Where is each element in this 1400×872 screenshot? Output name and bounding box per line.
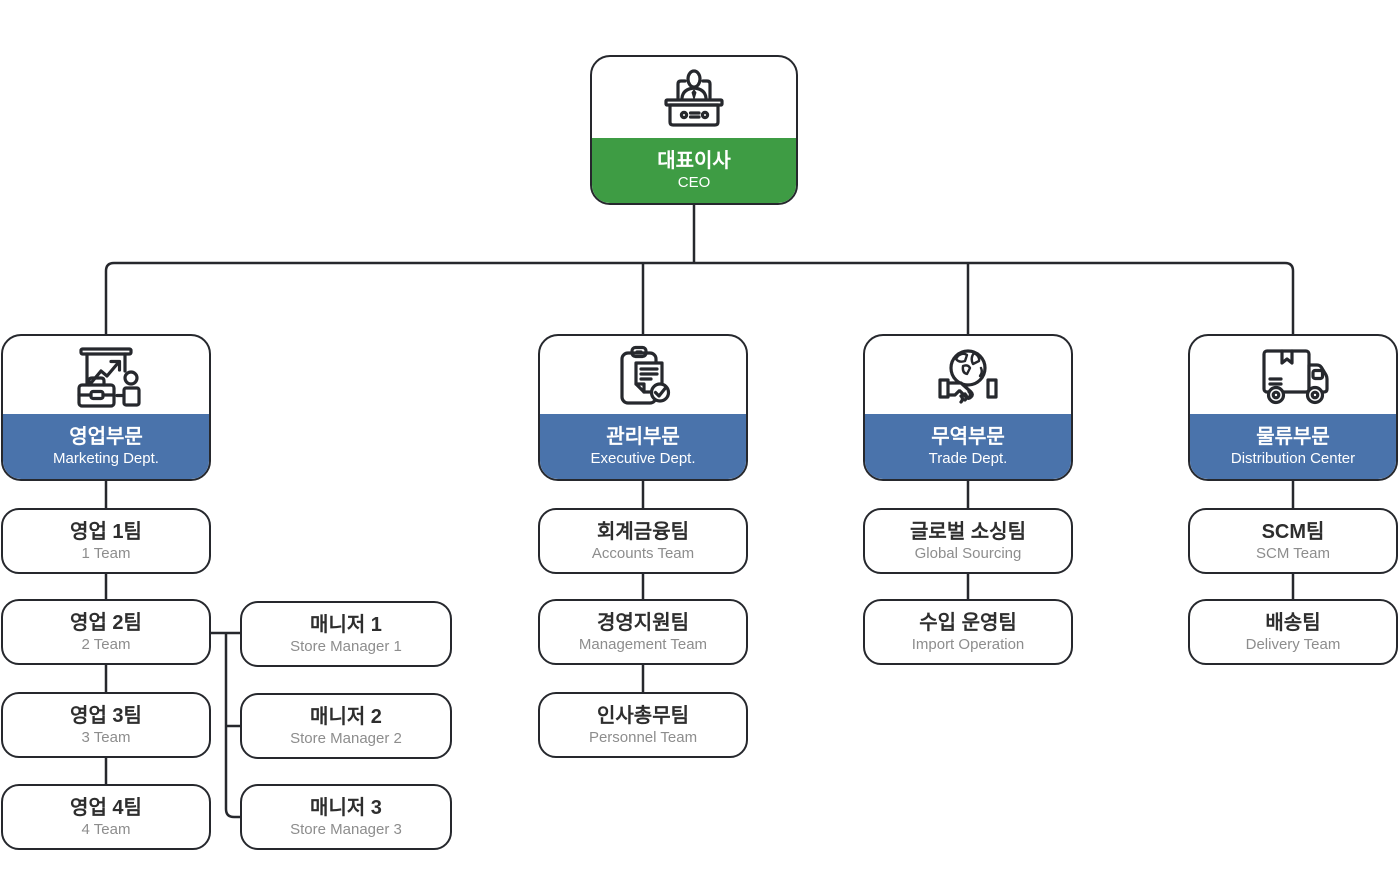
connector-rail bbox=[104, 261, 1295, 336]
org-node-dept-distribution: 물류부문 Distribution Center bbox=[1188, 334, 1398, 481]
team-title-ko: 배송팀 bbox=[1265, 611, 1321, 634]
team-title-en: Management Team bbox=[578, 635, 708, 653]
org-node-team: 글로벌 소싱팀 Global Sourcing bbox=[863, 508, 1073, 574]
org-node-dept-executive: 관리부문 Executive Dept. bbox=[538, 334, 748, 481]
team-title-en: Global Sourcing bbox=[914, 544, 1022, 562]
org-node-team: 영업 4팀 4 Team bbox=[1, 784, 211, 850]
team-title-en: SCM Team bbox=[1256, 544, 1330, 562]
team-title-en: 3 Team bbox=[81, 728, 131, 746]
globe-handshake-icon bbox=[938, 349, 998, 404]
dept-title-ko: 물류부문 bbox=[1256, 426, 1330, 448]
dept-title-ko: 무역부문 bbox=[931, 426, 1005, 448]
org-node-team: 영업 1팀 1 Team bbox=[1, 508, 211, 574]
presentation-chart-icon bbox=[77, 347, 141, 408]
team-title-en: Delivery Team bbox=[1245, 635, 1341, 653]
clipboard-check-icon bbox=[620, 345, 671, 405]
dept-label-band: 무역부문 Trade Dept. bbox=[865, 414, 1071, 479]
manager-title-en: Store Manager 3 bbox=[290, 820, 402, 838]
org-node-team: 수입 운영팀 Import Operation bbox=[863, 599, 1073, 665]
org-node-team: 배송팀 Delivery Team bbox=[1188, 599, 1398, 665]
org-node-team: 인사총무팀 Personnel Team bbox=[538, 692, 748, 758]
org-node-manager: 매니저 1 Store Manager 1 bbox=[240, 601, 452, 667]
dept-icon-area bbox=[1190, 336, 1396, 418]
team-title-en: 1 Team bbox=[81, 544, 131, 562]
org-node-team: 영업 2팀 2 Team bbox=[1, 599, 211, 665]
team-title-ko: 영업 2팀 bbox=[70, 611, 142, 634]
org-node-ceo: 대표이사 CEO bbox=[590, 55, 798, 205]
team-title-en: Personnel Team bbox=[588, 728, 698, 746]
org-node-manager: 매니저 2 Store Manager 2 bbox=[240, 693, 452, 759]
manager-title-ko: 매니저 2 bbox=[310, 705, 382, 728]
team-title-en: Accounts Team bbox=[591, 544, 695, 562]
team-title-ko: 영업 1팀 bbox=[70, 520, 142, 543]
team-title-en: Import Operation bbox=[911, 635, 1025, 653]
team-title-ko: 인사총무팀 bbox=[597, 704, 689, 727]
team-title-en: 2 Team bbox=[81, 635, 131, 653]
ceo-title-en: CEO bbox=[677, 174, 711, 191]
dept-title-en: Distribution Center bbox=[1230, 450, 1356, 467]
org-node-manager: 매니저 3 Store Manager 3 bbox=[240, 784, 452, 850]
dept-label-band: 영업부문 Marketing Dept. bbox=[3, 414, 209, 479]
team-title-ko: SCM팀 bbox=[1261, 520, 1325, 543]
dept-title-en: Marketing Dept. bbox=[53, 450, 159, 467]
team-title-ko: 영업 4팀 bbox=[70, 796, 142, 819]
ceo-title-ko: 대표이사 bbox=[657, 150, 731, 172]
dept-icon-area bbox=[865, 336, 1071, 418]
ceo-label-band: 대표이사 CEO bbox=[592, 138, 796, 203]
dept-label-band: 물류부문 Distribution Center bbox=[1190, 414, 1396, 479]
manager-title-en: Store Manager 2 bbox=[290, 729, 402, 747]
org-node-team: 경영지원팀 Management Team bbox=[538, 599, 748, 665]
org-node-dept-marketing: 영업부문 Marketing Dept. bbox=[1, 334, 211, 481]
ceo-desk-icon bbox=[664, 68, 724, 127]
dept-icon-area bbox=[3, 336, 209, 418]
team-title-ko: 경영지원팀 bbox=[597, 611, 689, 634]
dept-label-band: 관리부문 Executive Dept. bbox=[540, 414, 746, 479]
manager-title-ko: 매니저 1 bbox=[310, 613, 382, 636]
manager-title-ko: 매니저 3 bbox=[310, 796, 382, 819]
dept-title-en: Executive Dept. bbox=[590, 450, 696, 467]
org-node-dept-trade: 무역부문 Trade Dept. bbox=[863, 334, 1073, 481]
dept-title-en: Trade Dept. bbox=[928, 450, 1008, 467]
manager-title-en: Store Manager 1 bbox=[290, 637, 402, 655]
team-title-ko: 수입 운영팀 bbox=[919, 611, 1017, 634]
org-node-team: 회계금융팀 Accounts Team bbox=[538, 508, 748, 574]
dept-title-ko: 관리부문 bbox=[606, 426, 680, 448]
dept-icon-area bbox=[540, 336, 746, 418]
team-title-en: 4 Team bbox=[81, 820, 131, 838]
connector-manager-branch bbox=[206, 631, 240, 819]
team-title-ko: 글로벌 소싱팀 bbox=[910, 520, 1026, 543]
team-title-ko: 영업 3팀 bbox=[70, 704, 142, 727]
dept-title-ko: 영업부문 bbox=[69, 426, 143, 448]
org-node-team: 영업 3팀 3 Team bbox=[1, 692, 211, 758]
delivery-truck-icon bbox=[1262, 349, 1329, 405]
org-node-team: SCM팀 SCM Team bbox=[1188, 508, 1398, 574]
team-title-ko: 회계금융팀 bbox=[597, 520, 689, 543]
ceo-icon-area bbox=[592, 57, 796, 142]
